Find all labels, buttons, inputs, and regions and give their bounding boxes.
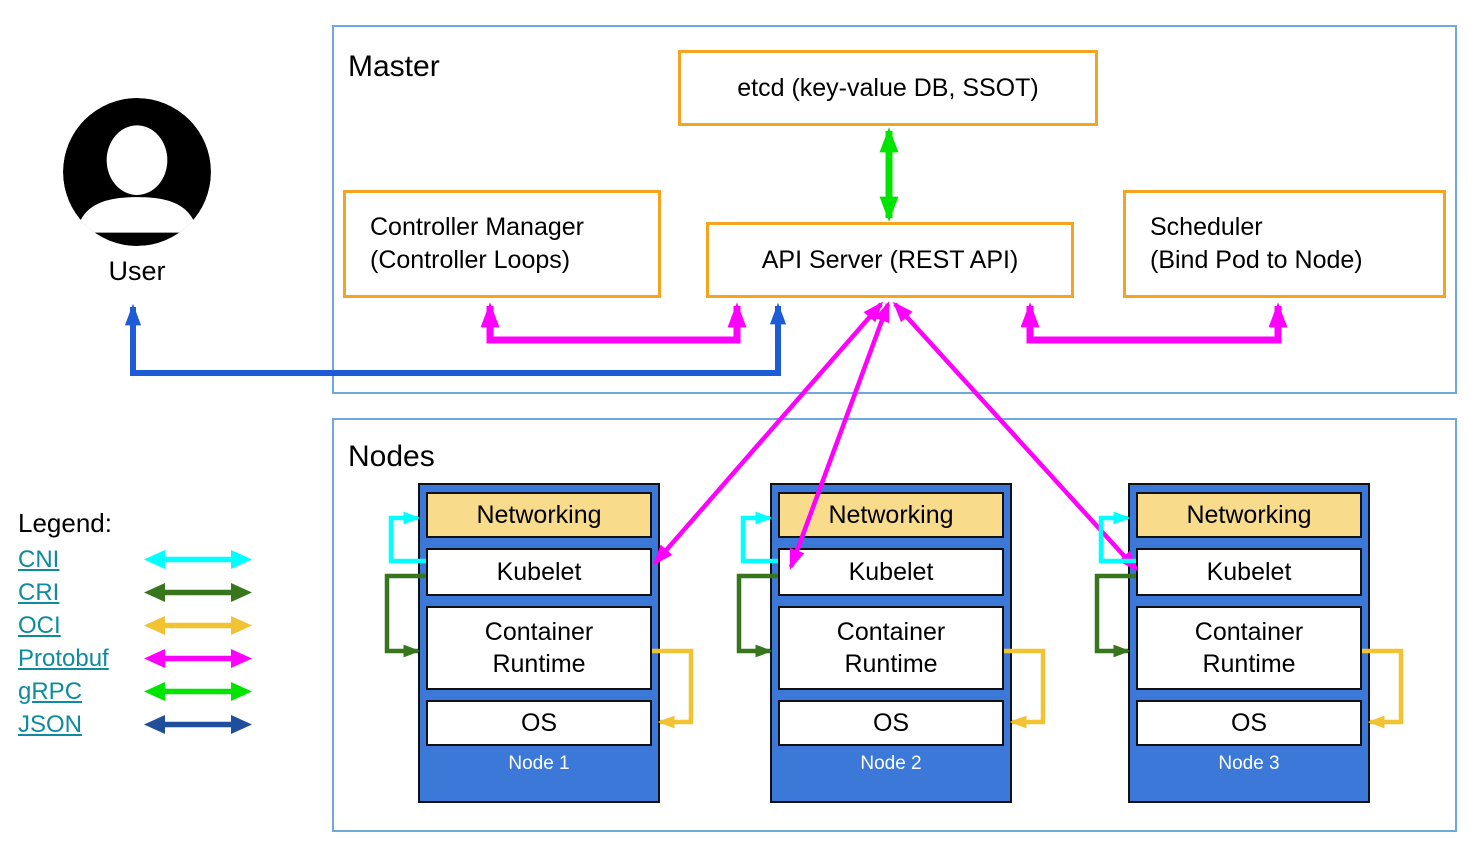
grpc-link[interactable]: gRPC — [18, 677, 83, 705]
api-server-box: API Server (REST API) — [706, 222, 1074, 298]
os-label: OS — [872, 708, 910, 737]
legend: Legend: CNI CRI OCI Protobuf — [18, 508, 254, 741]
legend-row-grpc: gRPC — [18, 675, 254, 708]
legend-row-cni: CNI — [18, 543, 254, 576]
container-runtime-label-line2: Runtime — [844, 650, 938, 678]
container-runtime-label-line2: Runtime — [492, 650, 586, 678]
scheduler-label-line1: Scheduler — [1150, 213, 1263, 241]
json-arrow-icon — [144, 715, 252, 734]
grpc-arrow-icon — [144, 682, 252, 701]
kubelet-label: Kubelet — [496, 557, 582, 586]
protobuf-link[interactable]: Protobuf — [18, 644, 109, 672]
node-1-kubelet: Kubelet — [426, 548, 652, 596]
node-2: Networking Kubelet Container Runtime OS … — [770, 483, 1012, 803]
node-3-label: Node 3 — [1218, 753, 1280, 774]
os-label: OS — [1230, 708, 1268, 737]
etcd-label: etcd (key-value DB, SSOT) — [737, 73, 1039, 102]
api-server-label: API Server (REST API) — [761, 245, 1019, 274]
legend-row-oci: OCI — [18, 609, 254, 642]
cri-arrow-icon — [144, 583, 252, 602]
node-2-label: Node 2 — [860, 753, 922, 774]
cni-link[interactable]: CNI — [18, 545, 60, 573]
node-3-networking: Networking — [1136, 492, 1362, 538]
controller-manager-box: Controller Manager (Controller Loops) — [343, 190, 661, 298]
node-2-networking: Networking — [778, 492, 1004, 538]
legend-row-cri: CRI — [18, 576, 254, 609]
protobuf-arrow-icon — [144, 649, 252, 668]
node-1-container-runtime: Container Runtime — [426, 606, 652, 690]
node-1-os: OS — [426, 700, 652, 746]
scheduler-box: Scheduler (Bind Pod to Node) — [1123, 190, 1446, 298]
oci-link[interactable]: OCI — [18, 611, 61, 639]
legend-row-protobuf: Protobuf — [18, 642, 254, 675]
node-2-container-runtime: Container Runtime — [778, 606, 1004, 690]
legend-row-json: JSON — [18, 708, 254, 741]
kubelet-label: Kubelet — [848, 557, 934, 586]
node-3-os: OS — [1136, 700, 1362, 746]
node-3: Networking Kubelet Container Runtime OS … — [1128, 483, 1370, 803]
controller-manager-label-line1: Controller Manager — [370, 213, 584, 241]
node-1-networking: Networking — [426, 492, 652, 538]
os-label: OS — [520, 708, 558, 737]
json-link[interactable]: JSON — [18, 710, 83, 738]
networking-label: Networking — [476, 500, 602, 529]
node-1-label: Node 1 — [508, 753, 570, 774]
master-title: Master — [348, 50, 440, 83]
scheduler-label-line2: (Bind Pod to Node) — [1150, 246, 1363, 274]
legend-title: Legend: — [18, 508, 112, 538]
container-runtime-label-line1: Container — [1194, 617, 1304, 646]
cni-arrow-icon — [144, 550, 252, 569]
node-3-kubelet: Kubelet — [1136, 548, 1362, 596]
node-3-container-runtime: Container Runtime — [1136, 606, 1362, 690]
container-runtime-label-line2: Runtime — [1202, 650, 1296, 678]
oci-arrow-icon — [144, 616, 252, 635]
user-icon — [63, 98, 211, 246]
container-runtime-label-line1: Container — [836, 617, 946, 646]
user-label: User — [108, 256, 166, 286]
networking-label: Networking — [828, 500, 954, 529]
cri-link[interactable]: CRI — [18, 578, 60, 606]
nodes-title: Nodes — [348, 440, 435, 473]
controller-manager-label-line2: (Controller Loops) — [370, 246, 571, 274]
node-2-kubelet: Kubelet — [778, 548, 1004, 596]
kubelet-label: Kubelet — [1206, 557, 1292, 586]
container-runtime-label-line1: Container — [484, 617, 594, 646]
node-2-os: OS — [778, 700, 1004, 746]
etcd-box: etcd (key-value DB, SSOT) — [678, 50, 1098, 126]
networking-label: Networking — [1186, 500, 1312, 529]
node-1: Networking Kubelet Container Runtime OS … — [418, 483, 660, 803]
